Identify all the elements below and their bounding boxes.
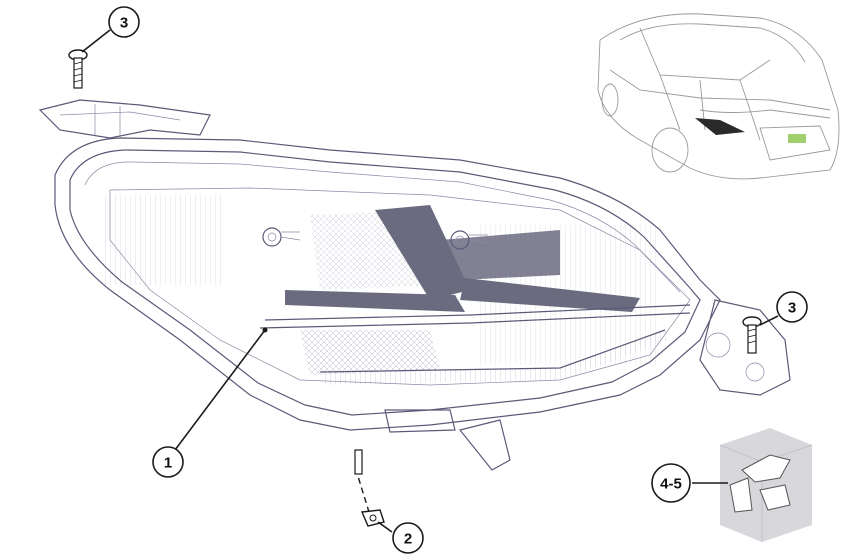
svg-text:3: 3 [120, 15, 128, 32]
svg-text:4-5: 4-5 [660, 476, 682, 493]
bracket-kit-box [719, 428, 813, 542]
leader-line-3b [759, 315, 779, 326]
headlamp-assembly [38, 99, 791, 471]
svg-text:3: 3 [788, 300, 796, 317]
svg-text:2: 2 [404, 531, 412, 548]
car-location-thumbnail [597, 13, 840, 180]
callout-3-right: 3 [776, 291, 808, 323]
leader-line-1 [174, 329, 266, 451]
leader-dot-1 [262, 327, 268, 333]
screw-icon [742, 316, 762, 354]
nut-icon [354, 449, 385, 527]
callout-3-top: 3 [108, 6, 140, 38]
callout-2: 2 [392, 522, 424, 554]
leader-line-3a [81, 29, 111, 53]
leader-line-2 [377, 521, 393, 533]
callout-4-5: 4-5 [651, 463, 691, 503]
svg-text:1: 1 [164, 455, 172, 472]
screw-icon [68, 49, 88, 89]
callout-1: 1 [152, 446, 184, 478]
